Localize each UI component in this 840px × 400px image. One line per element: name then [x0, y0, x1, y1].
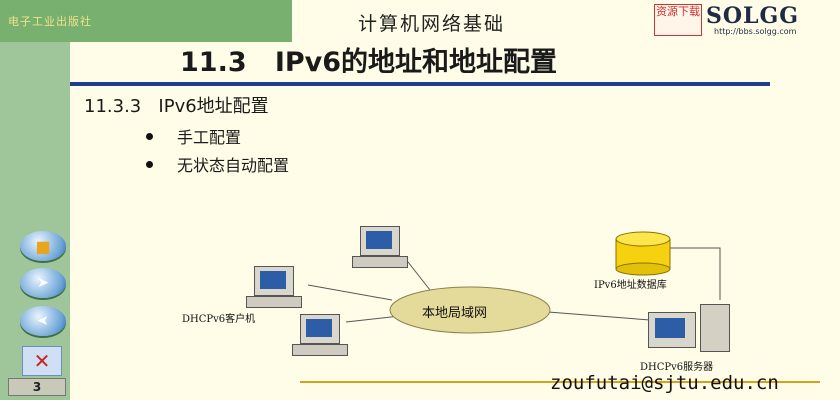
link-line: [307, 284, 393, 301]
link-line: [345, 315, 401, 323]
resource-download-badge: 资源下载: [654, 4, 702, 36]
title-underline: [70, 82, 770, 86]
monitor-icon: [360, 226, 400, 256]
footer-rule: [300, 381, 820, 383]
left-sidebar: [0, 0, 70, 400]
site-logo: SOLGG: [706, 3, 800, 29]
server-icon: [648, 304, 730, 352]
link-line: [670, 247, 721, 300]
bullet-item-manual: 手工配置: [146, 124, 241, 148]
author-email: zoufutai@sjtu.edu.cn: [550, 372, 779, 394]
top-banner-strip: 电子工业出版社: [0, 0, 292, 42]
logo-url: http://bbs.solgg.com: [714, 27, 797, 36]
folder-nav-button[interactable]: ■: [20, 231, 66, 261]
arrow-right-icon: ➤: [37, 275, 49, 291]
previous-slide-button[interactable]: ➤: [20, 306, 66, 336]
section-heading: 11.3.3 IPv6地址配置: [84, 96, 269, 117]
client-computer-icon: [292, 314, 348, 356]
database-icon: [616, 231, 670, 269]
page-number: 3: [8, 378, 66, 396]
bullet-text: 无状态自动配置: [177, 156, 290, 175]
arrow-left-icon: ➤: [37, 313, 49, 329]
bullet-dot-icon: [146, 133, 153, 140]
next-slide-button[interactable]: ➤: [20, 268, 66, 298]
slide-title: 11.3 IPv6的地址和地址配置: [180, 47, 558, 78]
bullet-dot-icon: [146, 161, 153, 168]
bullet-item-stateless: 无状态自动配置: [146, 152, 289, 176]
server-label: DHCPv6服务器: [640, 362, 714, 373]
client-computer-icon: [352, 226, 408, 268]
link-line: [407, 261, 431, 291]
close-slide-button[interactable]: ✕: [22, 346, 62, 376]
course-title: 计算机网络基础: [358, 13, 506, 35]
database-label: IPv6地址数据库: [594, 280, 667, 291]
link-line: [547, 311, 651, 321]
close-icon: ✕: [33, 349, 51, 373]
client-computer-icon: [246, 266, 302, 308]
header-background: [292, 0, 840, 42]
client-label: DHCPv6客户机: [182, 314, 256, 325]
publisher-banner: 电子工业出版社: [8, 15, 92, 28]
monitor-icon: [300, 314, 340, 344]
monitor-icon: [254, 266, 294, 296]
folder-icon: ■: [35, 236, 51, 256]
bullet-text: 手工配置: [177, 128, 242, 147]
lan-label: 本地局域网: [422, 306, 488, 321]
